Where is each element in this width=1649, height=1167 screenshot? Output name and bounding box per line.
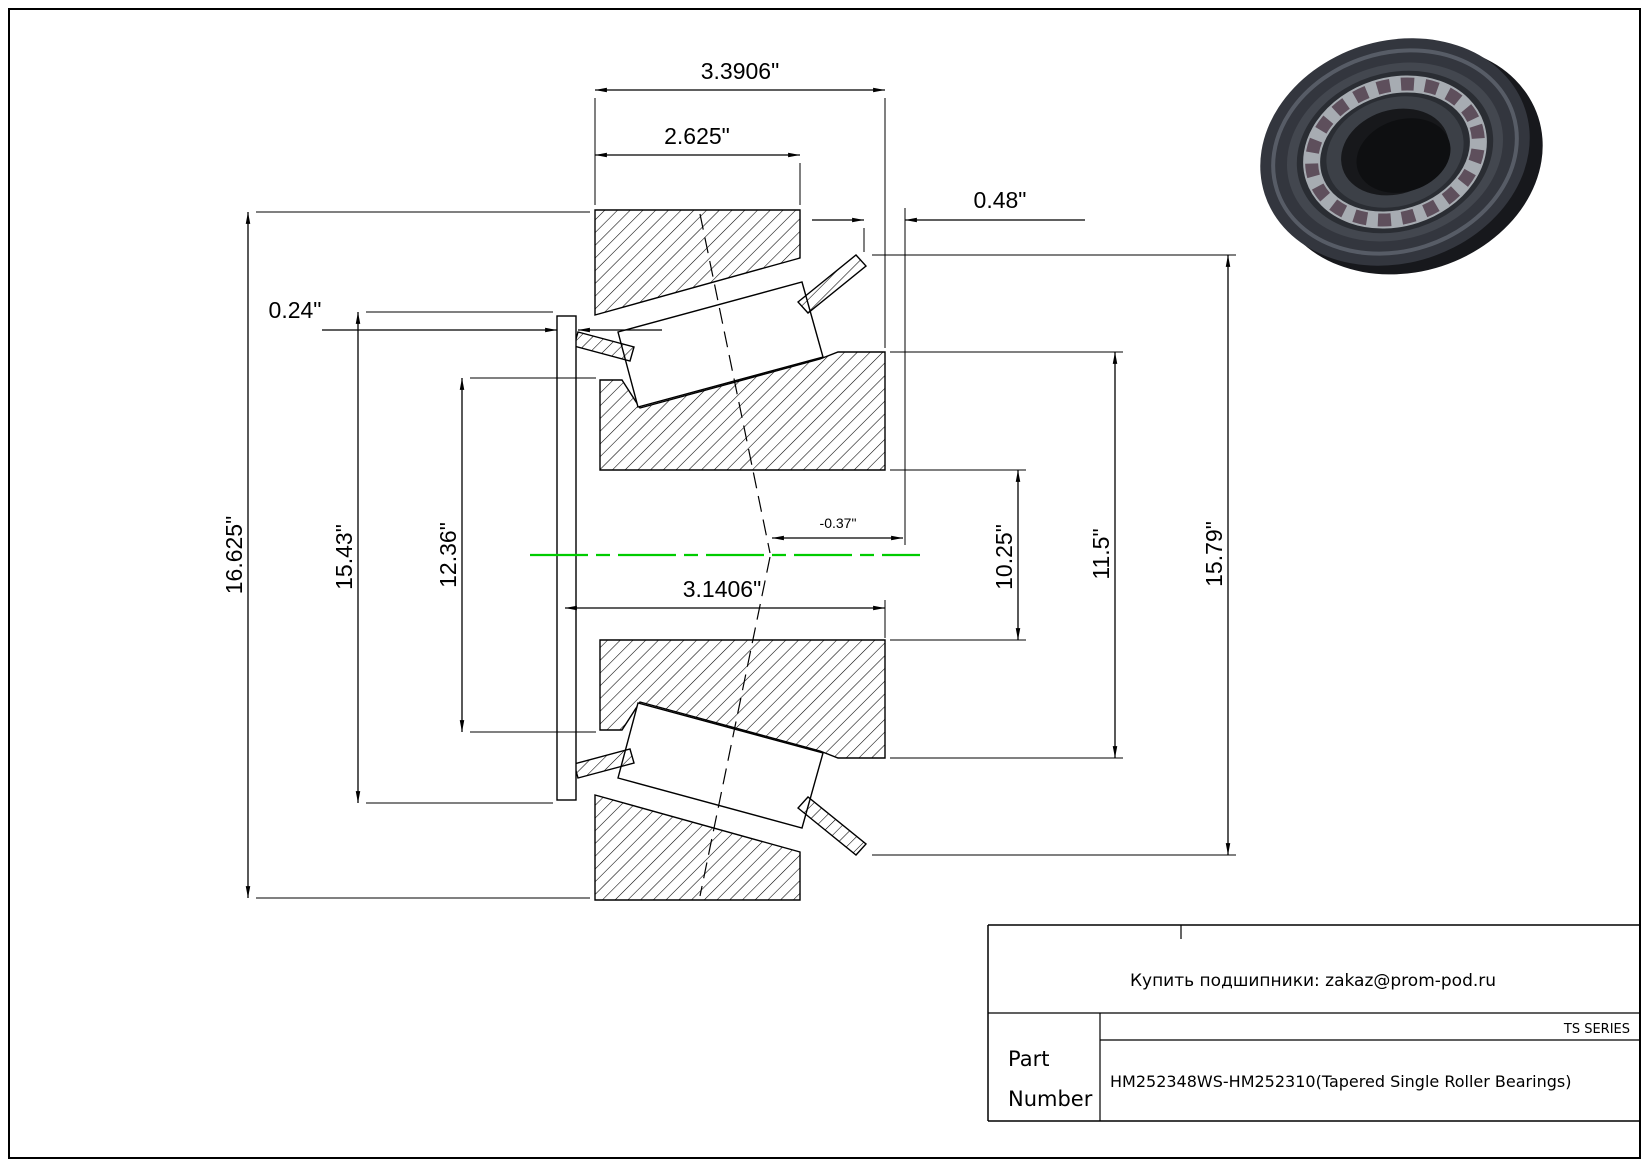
part-label-line2: Number	[1008, 1087, 1093, 1111]
series-label: TS SERIES	[1563, 1022, 1630, 1037]
bearing-3d-render	[1260, 38, 1543, 275]
dimension-flange-diameter: 15.43"	[331, 312, 361, 803]
roller-top	[617, 281, 824, 408]
dimension-cage-diameter: 15.79"	[1201, 255, 1231, 855]
dimension-bore-diameter: 10.25"	[991, 470, 1021, 640]
roller-axis-top	[699, 213, 771, 554]
part-number-text: HM252348WS-HM252310(Tapered Single Rolle…	[1110, 1072, 1571, 1091]
dimension-sleeve-width: 0.24"	[269, 297, 662, 333]
dimension-back-rib-diameter: 11.5"	[1088, 352, 1118, 758]
bearing-rollers	[1305, 77, 1485, 227]
dimension-label: 10.25"	[991, 524, 1017, 590]
dimension-label: 16.625"	[221, 516, 247, 595]
contact-text: Купить подшипники: zakaz@prom-pod.ru	[1130, 971, 1496, 991]
dimension-label: 12.36"	[435, 522, 461, 588]
dimension-stickout: 0.48"	[812, 187, 1085, 223]
dimension-label: 0.48"	[974, 187, 1027, 213]
part-label-line1: Part	[1008, 1047, 1049, 1071]
bearing-bore-depth	[1356, 118, 1451, 193]
cage-top-right	[796, 254, 868, 314]
dimension-label: -0.37"	[820, 515, 857, 531]
roller-axis-bottom	[699, 556, 771, 897]
dimension-cup-width: 2.625"	[595, 123, 800, 158]
title-block: Купить подшипники: zakaz@prom-pod.ru TS …	[987, 924, 1641, 1122]
roller-bottom	[617, 702, 824, 829]
dimension-label: 3.1406"	[683, 576, 762, 602]
bearing-cross-section	[530, 209, 920, 901]
dimension-outer-diameter: 16.625"	[221, 212, 251, 898]
dimension-label: 15.79"	[1201, 521, 1227, 587]
dimension-label: 3.3906"	[701, 58, 780, 84]
bearing-outer-chamfer	[1271, 48, 1519, 256]
cone-bottom-section	[599, 639, 886, 759]
dimension-label: 0.24"	[269, 297, 322, 323]
dimension-effective-center: -0.37"	[772, 515, 903, 541]
extension-lines	[256, 98, 1236, 899]
sleeve	[556, 315, 577, 801]
dimension-overall-width: 3.3906"	[595, 58, 885, 93]
dimension-label: 15.43"	[331, 524, 357, 590]
dimension-label: 2.625"	[664, 123, 730, 149]
dimension-front-rib-diameter: 12.36"	[435, 378, 465, 732]
cup-bottom-section	[594, 794, 801, 901]
cone-top-section	[599, 351, 886, 471]
cup-top-section	[594, 209, 801, 316]
cage-bottom-right	[796, 796, 868, 856]
page-border	[8, 8, 1641, 1159]
dimension-label: 11.5"	[1088, 528, 1114, 579]
dimension-cone-width: 3.1406"	[565, 576, 885, 611]
